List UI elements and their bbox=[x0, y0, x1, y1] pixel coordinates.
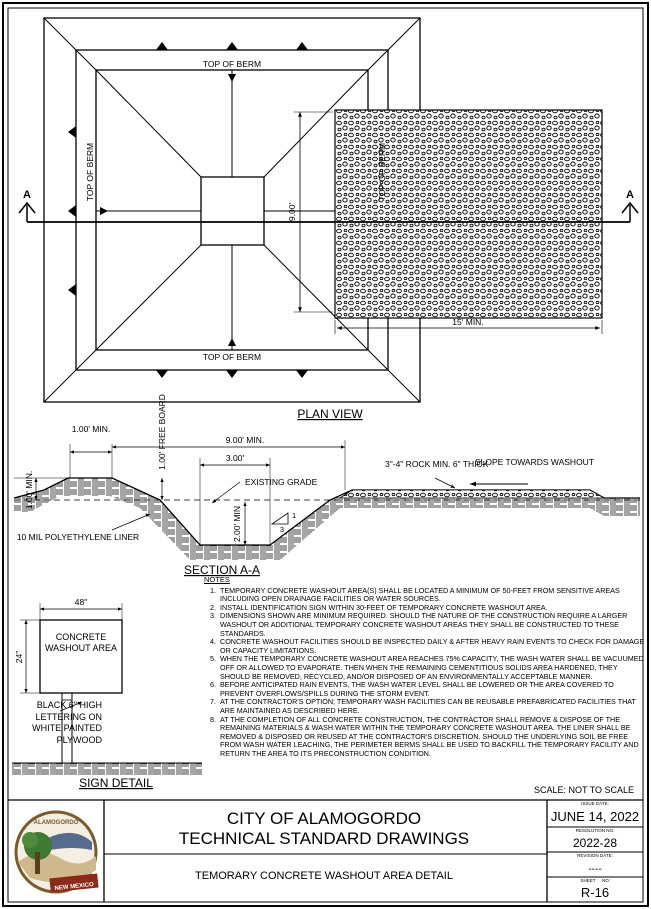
section-slope: SLOPE TOWARDS WASHOUT bbox=[475, 457, 594, 467]
section-dim-depth: 2.00' MIN bbox=[232, 506, 242, 542]
section-liner: 10 MIL POLYETHYLENE LINER bbox=[17, 532, 139, 542]
section-dim-left: 1.00' MIN. bbox=[24, 471, 34, 509]
logo-top-text: ALAMOGORDO bbox=[34, 820, 79, 826]
note-item: WHEN THE TEMPORARY CONCRETE WASHOUT AREA… bbox=[218, 655, 648, 681]
section-rock: 3"-4" ROCK MIN. 6" THICK bbox=[385, 459, 489, 469]
notes-list: TEMPORARY CONCRETE WASHOUT AREA(S) SHALL… bbox=[202, 586, 648, 759]
section-title: SECTION A-A bbox=[184, 563, 260, 577]
scale-note: SCALE: NOT TO SCALE bbox=[534, 785, 635, 795]
section-ratio-v: 1 bbox=[292, 511, 296, 520]
section-freeboard: 1.00' FREE BOARD bbox=[157, 394, 167, 470]
logo-bottom-text: NEW MEXICO bbox=[54, 882, 94, 892]
plan-view-title: PLAN VIEW bbox=[297, 407, 363, 421]
section-dim-width: 9.00' MIN. bbox=[226, 435, 264, 445]
plan-top-of-berm-right: TOP OF BERM bbox=[377, 143, 387, 201]
revision-date: ---- bbox=[588, 864, 601, 875]
sheet-label: SHEET bbox=[580, 878, 595, 883]
title-block bbox=[8, 799, 643, 902]
note-item: INSTALL IDENTIFICATION SIGN WITHIN 30-FE… bbox=[218, 603, 648, 613]
sign-width: 48" bbox=[75, 597, 87, 607]
resolution-number: 2022-28 bbox=[573, 836, 617, 850]
drawing-set-name: TECHNICAL STANDARD DRAWINGS bbox=[178, 829, 470, 848]
note-item: DIMENSIONS SHOWN ARE MINIMUM REQUIRED. S… bbox=[218, 612, 648, 638]
sign-note: BLACK 6" HIGH LETTERING ON WHITE PAINTED… bbox=[32, 700, 102, 745]
sign-note-box: BLACK 6" HIGH LETTERING ON WHITE PAINTED… bbox=[32, 700, 102, 745]
plan-dim-rock: 15' MIN. bbox=[452, 317, 483, 327]
note-item: BEFORE ANTICIPATED RAIN EVENTS, THE WASH… bbox=[218, 680, 648, 698]
title-block-heading: CITY OF ALAMOGORDO TECHNICAL STANDARD DR… bbox=[104, 809, 544, 849]
notes-block: NOTES TEMPORARY CONCRETE WASHOUT AREA(S)… bbox=[202, 575, 648, 759]
drawing-title: TEMORARY CONCRETE WASHOUT AREA DETAIL bbox=[195, 870, 453, 882]
sign-text: CONCRETE WASHOUT AREA bbox=[44, 632, 117, 653]
section-existing-grade: EXISTING GRADE bbox=[245, 477, 318, 487]
section-view bbox=[13, 440, 640, 560]
section-dim-bottom: 3.00' bbox=[226, 453, 245, 463]
sign-title: SIGN DETAIL bbox=[79, 776, 153, 790]
no-label: NO: bbox=[602, 878, 610, 883]
section-marker-left: A bbox=[23, 189, 31, 201]
note-item: TEMPORARY CONCRETE WASHOUT AREA(S) SHALL… bbox=[218, 586, 648, 604]
notes-header: NOTES bbox=[204, 575, 230, 584]
plan-view bbox=[18, 17, 639, 403]
issue-label: ISSUE DATE: bbox=[581, 801, 609, 806]
section-ratio-h: 3 bbox=[280, 525, 284, 534]
sheet-number: R-16 bbox=[581, 885, 609, 900]
section-dim-top: 1.00' MIN. bbox=[72, 424, 110, 434]
sign-detail bbox=[12, 603, 202, 775]
sign-height: 24" bbox=[14, 651, 24, 663]
plan-top-of-berm-left: TOP OF BERM bbox=[85, 143, 95, 201]
city-logo bbox=[14, 810, 99, 894]
plan-top-of-berm-bottom: TOP OF BERM bbox=[203, 352, 261, 362]
section-marker-right: A bbox=[626, 189, 634, 201]
city-name: CITY OF ALAMOGORDO bbox=[226, 809, 422, 828]
plan-dim-height: 9.00' bbox=[287, 203, 297, 222]
resolution-label: RESOLUTION NO: bbox=[576, 828, 615, 833]
plan-top-of-berm-top: TOP OF BERM bbox=[203, 59, 261, 69]
sign-text-box: CONCRETE WASHOUT AREA bbox=[44, 632, 117, 653]
note-item: AT THE COMPLETION OF ALL CONCRETE CONSTR… bbox=[218, 715, 648, 759]
note-item: CONCRETE WASHOUT FACILITIES SHOULD BE IN… bbox=[218, 637, 648, 655]
issue-date: JUNE 14, 2022 bbox=[551, 809, 639, 824]
note-item: AT THE CONTRACTOR'S OPTION; TEMPORARY WA… bbox=[218, 697, 648, 715]
section-dim-top-text: 1.00' MIN. bbox=[72, 424, 110, 434]
revision-label: REVISION DATE: bbox=[577, 853, 613, 858]
